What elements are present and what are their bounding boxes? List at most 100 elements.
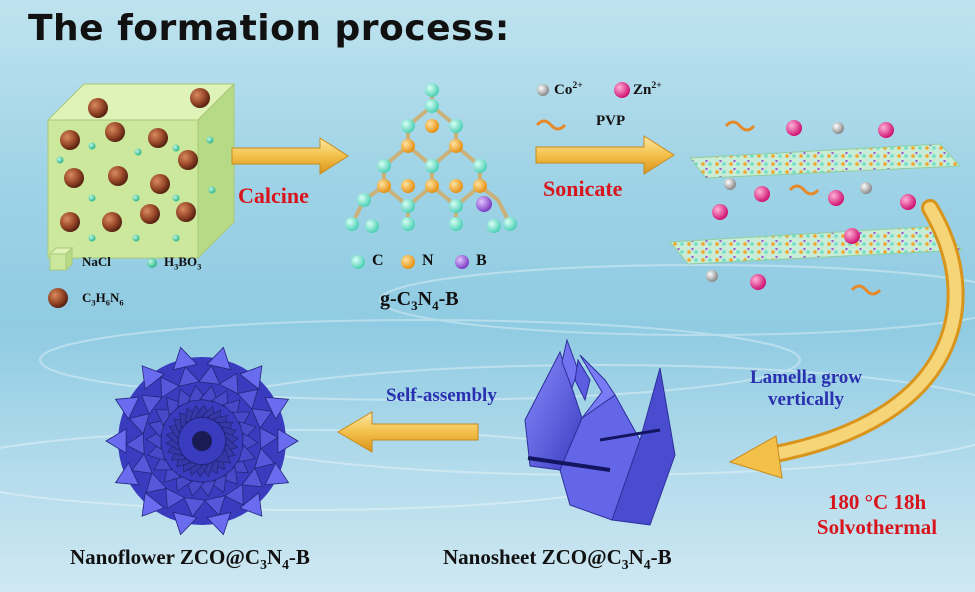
- zn-ion: [878, 122, 894, 138]
- h3bo3-dot: [172, 144, 180, 152]
- melamine-sphere: [140, 204, 160, 224]
- legend-nacl-label: NaCl: [82, 254, 111, 269]
- melamine-sphere: [88, 98, 108, 118]
- carbon-atom: [425, 99, 439, 113]
- h3bo3-dot: [132, 234, 140, 242]
- nitrogen-atom: [425, 119, 439, 133]
- legend-nitrogen-label: N: [422, 252, 434, 269]
- flower-petal: [128, 413, 150, 435]
- legend-nacl-swatch: [48, 246, 74, 272]
- flower-petal: [166, 396, 184, 416]
- pvp-chain: [788, 184, 820, 196]
- legend-melamine-label: C3H6N6: [82, 290, 124, 308]
- carbon-atom: [357, 193, 371, 207]
- nanosheet-zco: [524, 338, 676, 526]
- flower-petal: [223, 483, 244, 506]
- h3bo3-dot: [134, 148, 142, 156]
- self-assembly-arrow: [337, 411, 479, 453]
- melamine-sphere: [150, 174, 170, 194]
- flower-petal: [125, 432, 145, 456]
- flower-petal: [165, 487, 186, 510]
- flower-petal: [114, 396, 140, 420]
- h3bo3-dot: [172, 194, 180, 202]
- nitrogen-atom: [449, 139, 463, 153]
- flower-petal: [251, 408, 273, 429]
- legend-carbon-atom: [351, 255, 365, 269]
- flower-petal: [177, 388, 196, 408]
- melamine-sphere: [108, 166, 128, 186]
- zn-ion: [844, 228, 860, 244]
- flower-petal: [175, 473, 193, 492]
- melamine-sphere: [148, 128, 168, 148]
- gcn-b-label: g-C3N4-B: [380, 288, 459, 313]
- flower-petal: [259, 426, 279, 450]
- calcine-label: Calcine: [238, 183, 309, 208]
- legend-boron-atom: [455, 255, 469, 269]
- zn-ion: [828, 190, 844, 206]
- carbon-atom: [401, 217, 415, 231]
- flower-petal: [141, 365, 166, 390]
- zn-ion: [750, 274, 766, 290]
- nitrogen-atom: [401, 179, 415, 193]
- legend-h3bo3-label: H3BO3: [164, 254, 202, 272]
- legend-boron-label: B: [476, 252, 487, 269]
- co-ion: [724, 178, 736, 190]
- melamine-sphere: [102, 212, 122, 232]
- legend-nitrogen-atom: [401, 255, 415, 269]
- co-ion: [832, 122, 844, 134]
- gcn-lattice: [345, 83, 517, 233]
- nitrogen-atom: [377, 179, 391, 193]
- legend-co-ion: [537, 84, 549, 96]
- zn-ion: [900, 194, 916, 210]
- flower-petal: [147, 419, 167, 438]
- co-ion: [706, 270, 718, 282]
- flower-petal: [203, 495, 226, 516]
- melamine-sphere: [178, 150, 198, 170]
- flower-petal: [242, 432, 259, 452]
- h3bo3-dot: [208, 186, 216, 194]
- flower-petal: [198, 364, 221, 385]
- flower-petal: [264, 396, 290, 420]
- h3bo3-dot: [56, 156, 64, 164]
- nitrogen-atom: [473, 179, 487, 193]
- carbon-atom: [487, 219, 501, 233]
- flower-petal: [114, 462, 140, 486]
- flower-petal: [264, 462, 290, 486]
- ion-scatter: [706, 120, 916, 296]
- carbon-atom: [377, 159, 391, 173]
- nitrogen-atom: [449, 179, 463, 193]
- flower-petal: [238, 492, 263, 517]
- legend-zn-ion: [614, 82, 630, 98]
- melamine-sphere: [60, 212, 80, 232]
- flower-petal: [254, 447, 276, 469]
- flower-petal: [236, 388, 259, 410]
- sonicate-label: Sonicate: [543, 176, 623, 201]
- cube-melamine-spheres: [56, 88, 216, 242]
- carbon-atom: [449, 217, 463, 231]
- zn-ion: [712, 204, 728, 220]
- flower-petal: [215, 448, 232, 464]
- zn-ion-label: Zn2+: [633, 80, 662, 98]
- h3bo3-dot: [88, 194, 96, 202]
- pvp-chain: [850, 284, 882, 296]
- nanosheet-label: Nanosheet ZCO@C3N4-B: [443, 545, 672, 573]
- legend-melamine-sphere: [48, 288, 68, 308]
- flower-petal: [237, 444, 257, 463]
- h3bo3-dot: [88, 142, 96, 150]
- flower-petal: [218, 372, 239, 395]
- page-title: The formation process:: [28, 8, 510, 49]
- flower-petal: [231, 411, 251, 429]
- zn-ion: [786, 120, 802, 136]
- solvothermal-curved-arrow: [728, 199, 965, 479]
- zn-ion: [754, 186, 770, 202]
- self-assembly-label: Self-assembly: [386, 385, 497, 406]
- carbon-atom: [473, 159, 487, 173]
- carbon-atom: [503, 217, 517, 231]
- flower-petal: [178, 366, 201, 387]
- flower-petal: [172, 511, 198, 536]
- co-ion-label: Co2+: [554, 80, 583, 98]
